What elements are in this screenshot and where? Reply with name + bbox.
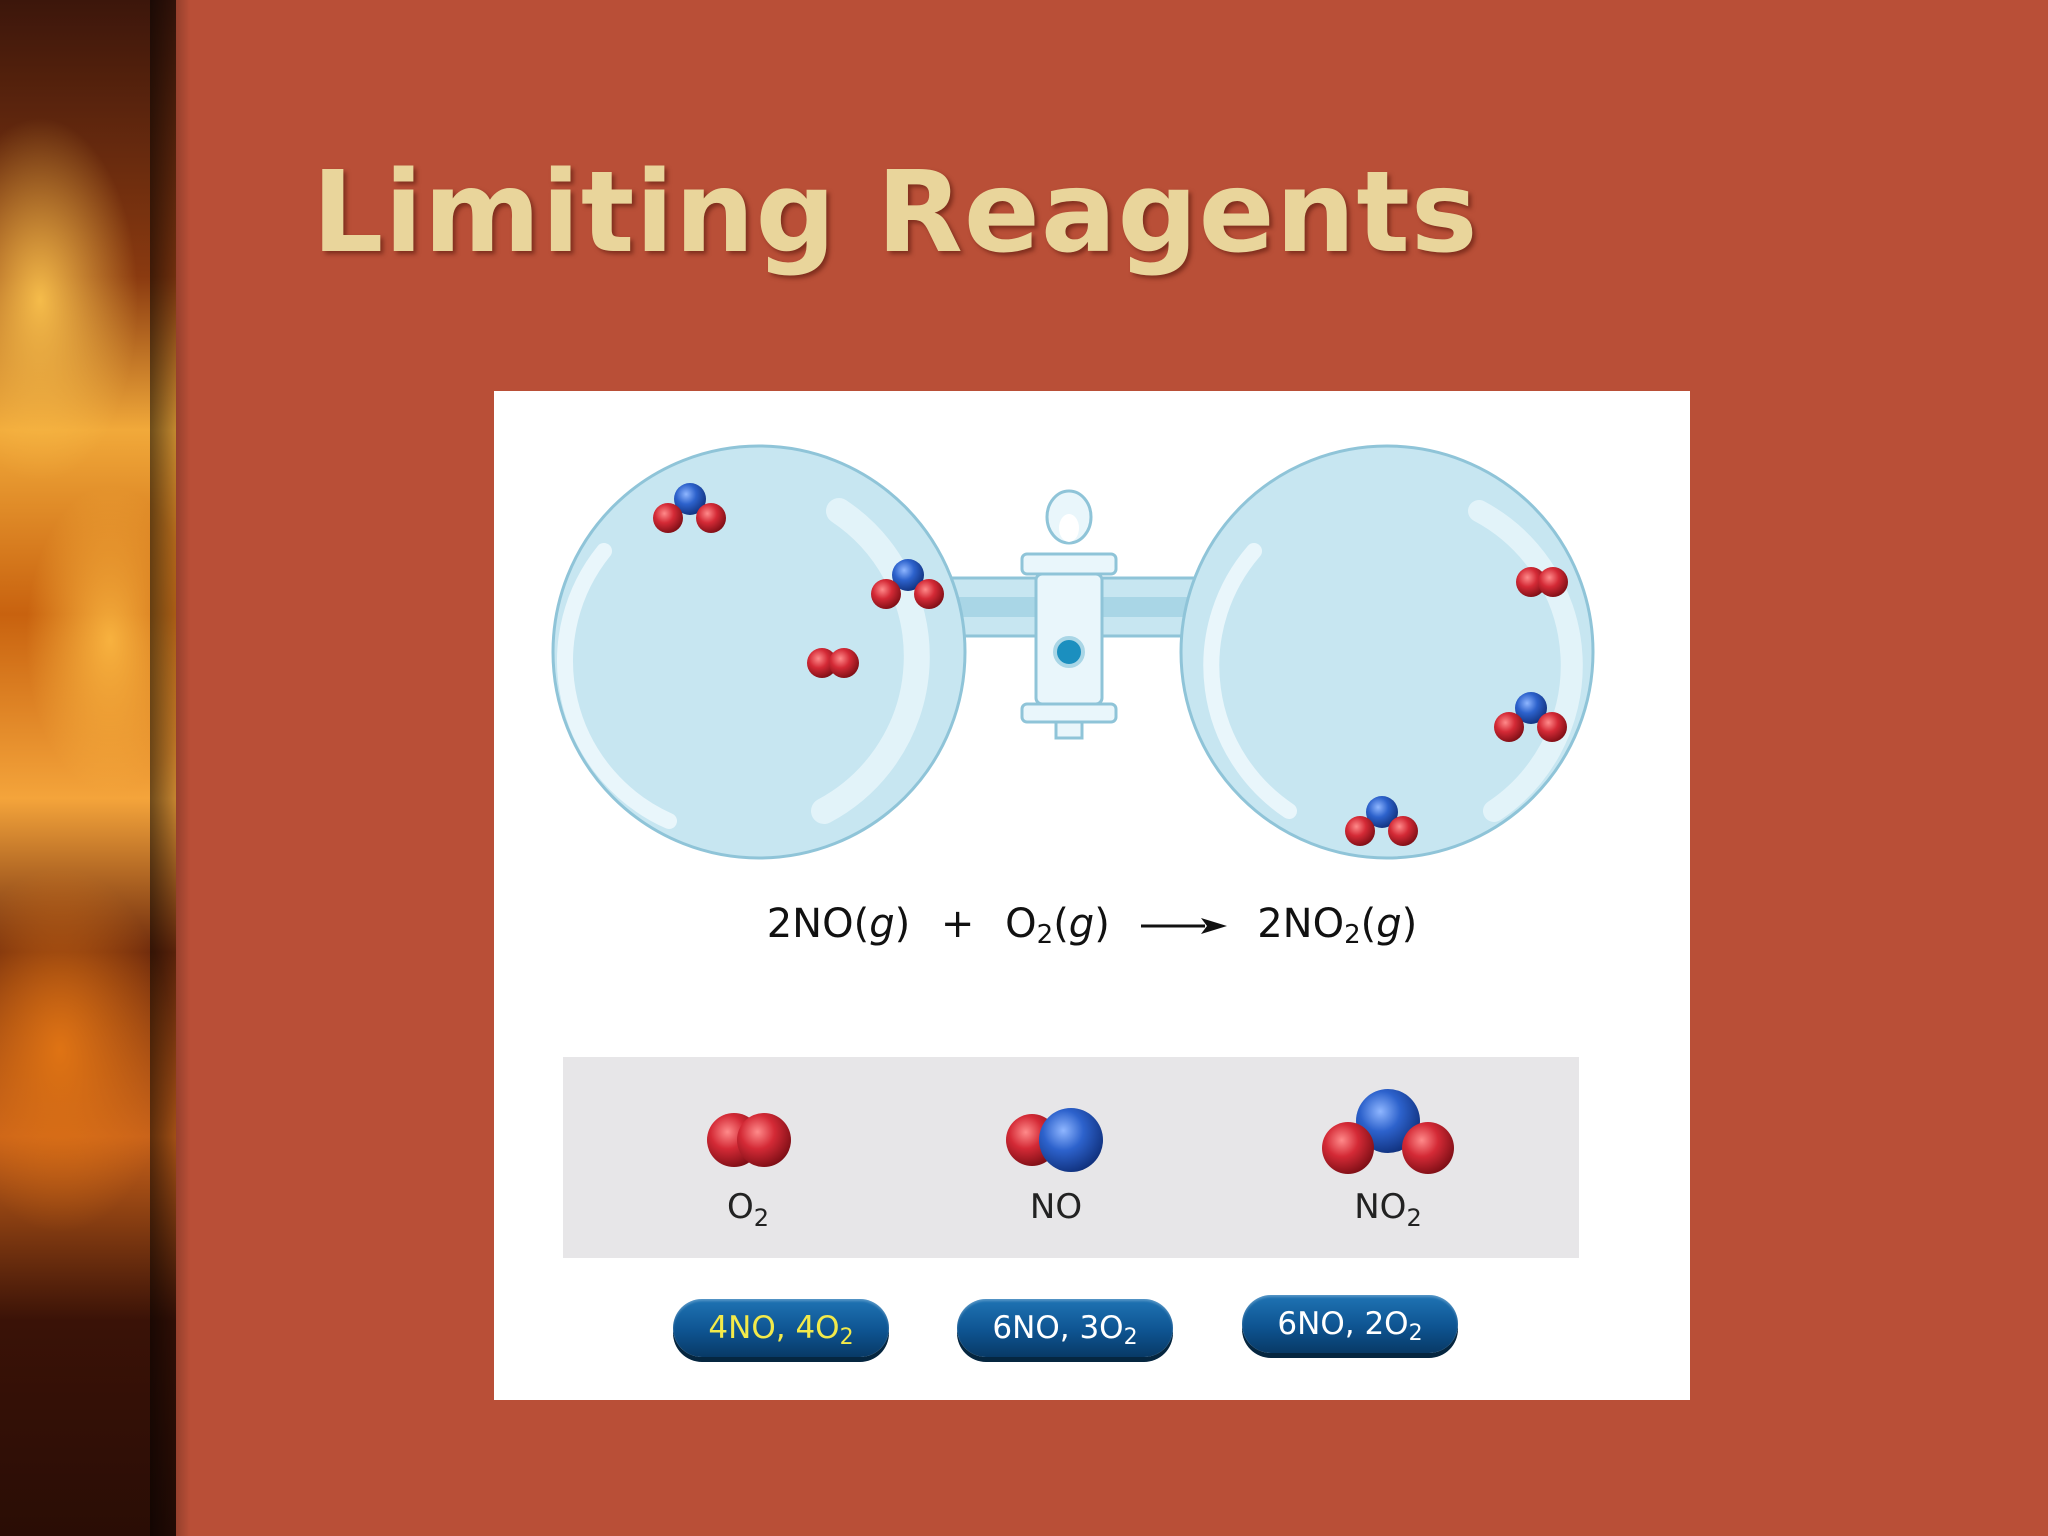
no2-molecule-icon: [1322, 1089, 1454, 1174]
o2-molecule: [807, 648, 859, 678]
legend-item-o2: O2: [638, 1057, 858, 1258]
no2-molecule: [871, 559, 944, 609]
legend-label: O2: [726, 1187, 770, 1232]
equation-reactant-o2: O2(g): [1005, 901, 1110, 950]
no2-molecule: [653, 483, 726, 533]
right-flask-shine: [1468, 500, 1583, 822]
chemical-equation: 2NO(g) + O2(g) 2NO2(g): [494, 901, 1690, 950]
option-button-6no-3o2[interactable]: 6NO, 3O2: [957, 1299, 1173, 1357]
legend-item-no2: NO2: [1278, 1057, 1498, 1258]
legend-item-no: NO: [946, 1057, 1166, 1258]
left-flask-shine: [811, 498, 930, 824]
stopcock-valve: [1020, 489, 1118, 740]
left-flask-highlight: [557, 543, 677, 829]
o2-molecule-icon: [707, 1113, 791, 1167]
equation-product-no2: 2NO2(g): [1257, 901, 1418, 950]
legend-label: NO2: [1354, 1187, 1422, 1232]
option-button-6no-2o2[interactable]: 6NO, 2O2: [1242, 1295, 1458, 1353]
no2-molecule: [1494, 692, 1567, 742]
decorative-sidebar-image: [0, 0, 176, 1536]
legend-label: NO: [1029, 1187, 1083, 1227]
right-flask: [1179, 444, 1595, 860]
reaction-arrow-icon: [1140, 901, 1227, 947]
option-button-4no-4o2[interactable]: 4NO, 4O2: [673, 1299, 889, 1357]
reaction-figure: 2NO(g) + O2(g) 2NO2(g) O2: [494, 391, 1690, 1400]
equation-reactant-no: 2NO(g): [766, 901, 911, 947]
no-molecule-icon: [1006, 1108, 1103, 1172]
left-flask: [551, 444, 967, 860]
molecule-legend: O2 NO: [563, 1057, 1579, 1258]
slide-title: Limiting Reagents: [312, 148, 1479, 278]
equation-plus: +: [940, 901, 975, 947]
right-flask-highlight: [1203, 543, 1297, 819]
o2-molecule: [1516, 567, 1568, 597]
no2-molecule: [1345, 796, 1418, 846]
connected-flasks-illustration: [551, 444, 1595, 860]
sidebar-shadow: [150, 0, 190, 1536]
